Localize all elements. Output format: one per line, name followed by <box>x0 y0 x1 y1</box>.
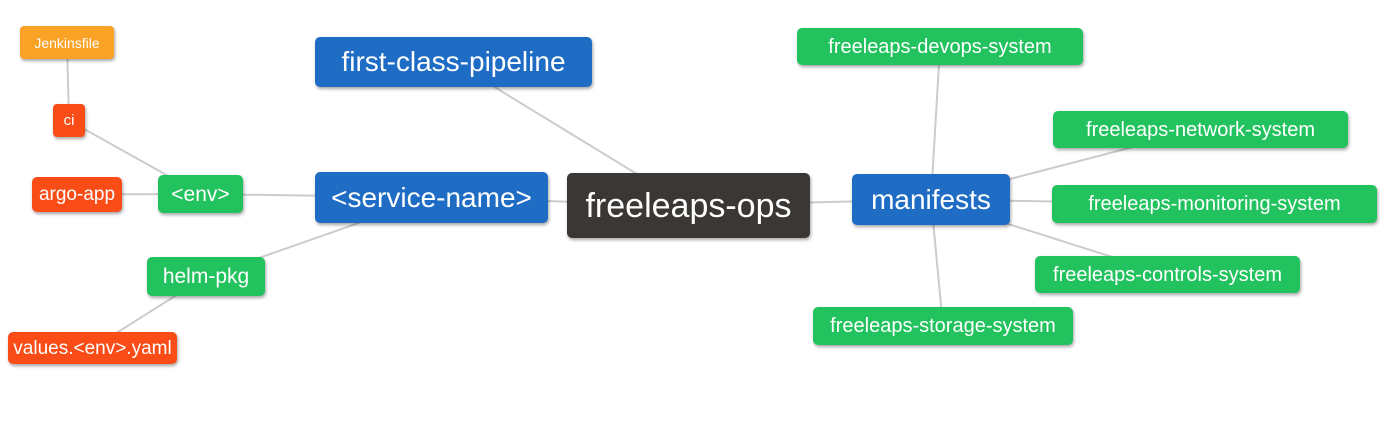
node-jenkinsfile[interactable]: Jenkinsfile <box>20 26 114 59</box>
node-service-name[interactable]: <service-name> <box>315 172 548 223</box>
node-helm-pkg[interactable]: helm-pkg <box>147 257 265 296</box>
node-ci[interactable]: ci <box>53 104 85 137</box>
node-freeleaps-devops-system[interactable]: freeleaps-devops-system <box>797 28 1083 65</box>
node-values-env-yaml[interactable]: values.<env>.yaml <box>8 332 177 364</box>
node-freeleaps-monitoring-system[interactable]: freeleaps-monitoring-system <box>1052 185 1377 223</box>
node-env[interactable]: <env> <box>158 175 243 213</box>
node-freeleaps-controls-system[interactable]: freeleaps-controls-system <box>1035 256 1300 293</box>
node-manifests[interactable]: manifests <box>852 174 1010 225</box>
node-freeleaps-storage-system[interactable]: freeleaps-storage-system <box>813 307 1073 345</box>
node-first-class-pipeline[interactable]: first-class-pipeline <box>315 37 592 87</box>
node-argo-app[interactable]: argo-app <box>32 177 122 212</box>
node-freeleaps-ops-root[interactable]: freeleaps-ops <box>567 173 810 238</box>
node-freeleaps-network-system[interactable]: freeleaps-network-system <box>1053 111 1348 148</box>
